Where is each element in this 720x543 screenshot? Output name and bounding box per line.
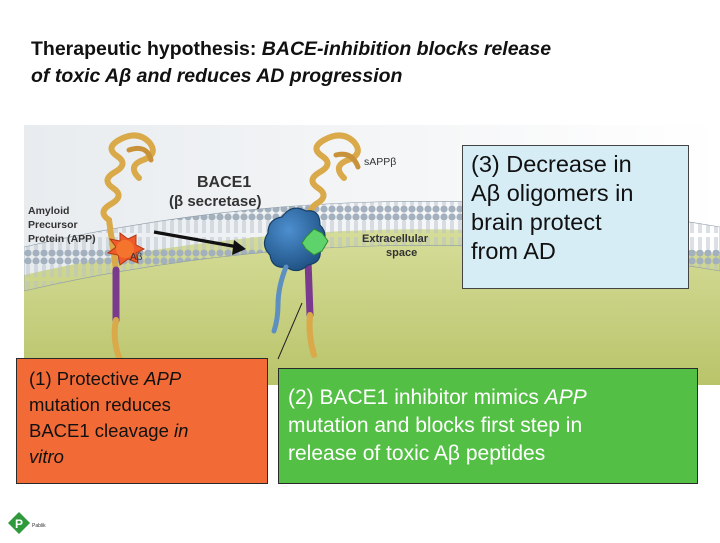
extracellular-label-line-1: Extracellular bbox=[362, 233, 429, 245]
pointer-line bbox=[277, 302, 303, 360]
box3-line-4: from AD bbox=[471, 238, 556, 264]
box1-line-2: mutation reduces bbox=[29, 394, 171, 415]
secretase-label: (β secretase) bbox=[169, 193, 262, 210]
box1-line-1-italic: APP bbox=[144, 368, 182, 389]
abeta-fragment bbox=[106, 232, 146, 266]
footer-logo: P Pablik bbox=[6, 510, 64, 538]
box2-line-2: mutation and blocks first step in bbox=[288, 414, 583, 437]
box2-line-1-prefix: (2) BACE1 inhibitor mimics bbox=[288, 386, 545, 409]
box1-line-1: (1) Protective APP bbox=[29, 366, 255, 392]
sappb-label: sAPPβ bbox=[364, 156, 396, 168]
title-prefix: Therapeutic hypothesis: bbox=[31, 38, 262, 60]
box3-line-2: Aβ oligomers in bbox=[471, 180, 634, 206]
outcome-box-3: (3) Decrease in Aβ oligomers in brain pr… bbox=[462, 145, 689, 289]
box2-line-1-italic: APP bbox=[544, 386, 587, 409]
extracellular-label-line-2: space bbox=[386, 247, 417, 259]
logo-letter: P bbox=[15, 517, 23, 531]
mutation-box-1: (1) Protective APP mutation reduces BACE… bbox=[16, 358, 268, 484]
box1-line-3-italic: in bbox=[174, 420, 189, 441]
app-label-line-3: Protein (APP) bbox=[28, 233, 96, 245]
logo-diamond-icon bbox=[8, 512, 30, 534]
box1-line-3-prefix: BACE1 cleavage bbox=[29, 420, 175, 441]
app-label-line-2: Precursor bbox=[28, 219, 78, 231]
box2-line-1: (2) BACE1 inhibitor mimics APP bbox=[288, 384, 688, 412]
logo-svg: P Pablik bbox=[8, 512, 46, 534]
logo-text: Pablik bbox=[32, 523, 46, 529]
bace1-enzyme bbox=[263, 207, 326, 334]
app-protein-right bbox=[303, 132, 361, 358]
box3-line-3: brain protect bbox=[471, 209, 602, 235]
box1-line-3: BACE1 cleavage in bbox=[29, 418, 255, 444]
cleavage-arrow bbox=[153, 230, 246, 255]
box2-line-3: release of toxic Aβ peptides bbox=[288, 442, 546, 465]
title-line-1: Therapeutic hypothesis: BACE-inhibition … bbox=[31, 36, 691, 63]
abeta-label: Aβ bbox=[130, 252, 143, 263]
title-line-2: of toxic Aβ and reduces AD progression bbox=[31, 65, 403, 87]
inhibitor-box-2: (2) BACE1 inhibitor mimics APP mutation … bbox=[278, 368, 698, 484]
slide-title: Therapeutic hypothesis: BACE-inhibition … bbox=[31, 36, 691, 90]
cleavage-site bbox=[301, 228, 329, 256]
app-label-line-1: Amyloid bbox=[28, 205, 69, 217]
app-protein-left bbox=[100, 132, 156, 363]
box1-line-4: vitro bbox=[29, 446, 64, 467]
box1-line-1-prefix: (1) Protective bbox=[29, 368, 145, 389]
bace1-label: BACE1 bbox=[197, 174, 251, 191]
title-italic-1: BACE-inhibition blocks release bbox=[261, 38, 552, 60]
box3-line-1: (3) Decrease in bbox=[471, 151, 632, 177]
